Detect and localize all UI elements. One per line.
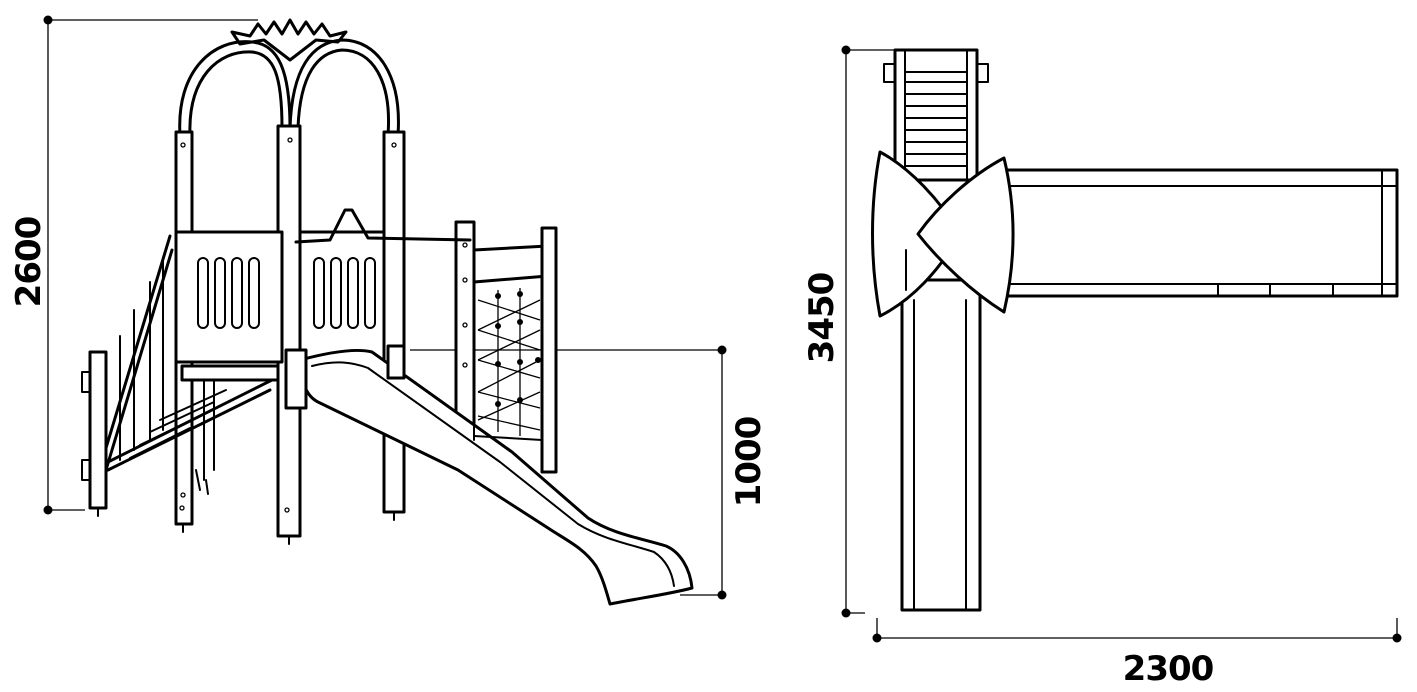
climbing-net [472, 226, 558, 474]
height-dimension-line [43, 15, 258, 515]
plan-roof [871, 150, 1015, 318]
width-dimension-label: 2300 [1123, 649, 1214, 689]
plan-climbing-net [998, 168, 1399, 298]
plan-slide [900, 278, 982, 612]
slide [284, 344, 694, 606]
length-dimension-line [841, 45, 895, 618]
platform-deck [180, 364, 280, 495]
length-dimension-label: 3450 [802, 272, 842, 363]
crown-decoration [230, 18, 348, 62]
handle-bar [294, 208, 472, 244]
plan-stairs [883, 48, 989, 182]
side-elevation-view: 2600 1000 [9, 15, 769, 606]
width-dimension-line [872, 618, 1402, 643]
left-side-panel [174, 230, 284, 364]
roof-arches [178, 38, 400, 137]
stairs [81, 234, 274, 517]
right-side-panel [298, 230, 386, 364]
top-plan-view: 3450 2300 [802, 45, 1402, 689]
height-dimension-label: 2600 [9, 216, 49, 307]
platform-height-dimension-label: 1000 [729, 416, 769, 507]
